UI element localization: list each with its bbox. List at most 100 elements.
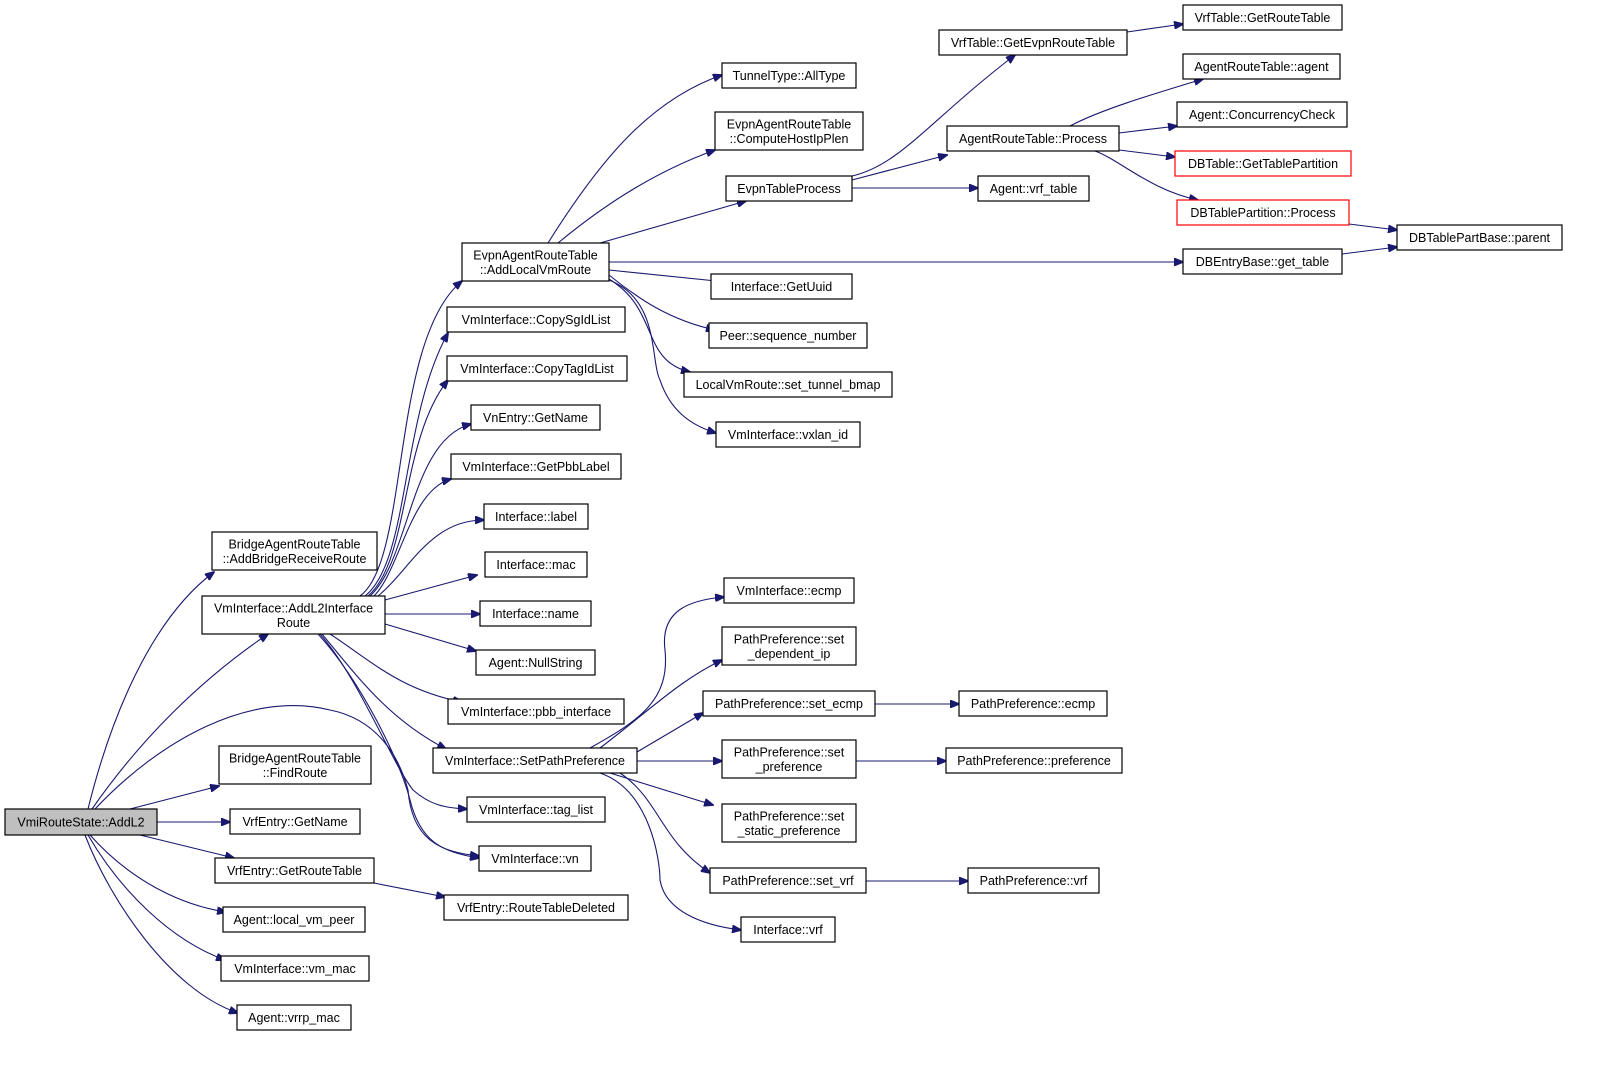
node-box[interactable]: [466, 796, 606, 823]
node-box[interactable]: [4, 808, 158, 836]
node-box[interactable]: [967, 867, 1100, 894]
node-pbb-if[interactable]: VmInterface::pbb_interface: [447, 698, 625, 725]
node-box[interactable]: [1182, 53, 1341, 80]
node-bridge-find[interactable]: BridgeAgentRouteTable::FindRoute: [218, 745, 372, 785]
node-box[interactable]: [450, 453, 622, 480]
node-box[interactable]: [938, 29, 1128, 56]
node-box[interactable]: [443, 894, 629, 921]
node-box[interactable]: [201, 595, 386, 635]
node-rt-deleted[interactable]: VrfEntry::RouteTableDeleted: [443, 894, 629, 921]
node-vm-mac[interactable]: VmInterface::vm_mac: [220, 955, 370, 982]
node-box[interactable]: [714, 111, 864, 151]
node-box[interactable]: [702, 690, 876, 717]
node-box[interactable]: [479, 600, 592, 627]
node-set-pp[interactable]: VmInterface::SetPathPreference: [432, 747, 638, 774]
node-agent-cc[interactable]: Agent::ConcurrencyCheck: [1176, 101, 1348, 128]
node-pp-set-ecmp[interactable]: PathPreference::set_ecmp: [702, 690, 876, 717]
node-get-pbb[interactable]: VmInterface::GetPbbLabel: [450, 453, 622, 480]
node-pp-ecmp[interactable]: PathPreference::ecmp: [958, 690, 1108, 717]
node-vm-ecmp[interactable]: VmInterface::ecmp: [723, 577, 855, 604]
node-if-label[interactable]: Interface::label: [483, 503, 589, 530]
node-box[interactable]: [683, 371, 893, 398]
node-tunnel-all[interactable]: TunnelType::AllType: [721, 62, 857, 89]
node-art-process[interactable]: AgentRouteTable::Process: [946, 125, 1120, 152]
node-vxlan-id[interactable]: VmInterface::vxlan_id: [715, 421, 861, 448]
node-box[interactable]: [721, 626, 857, 666]
node-box[interactable]: [475, 649, 596, 676]
node-pp-set-static[interactable]: PathPreference::set_static_preference: [721, 803, 857, 843]
node-vrf-get-evpn[interactable]: VrfTable::GetEvpnRouteTable: [938, 29, 1128, 56]
node-root[interactable]: VmiRouteState::AddL2: [4, 808, 158, 836]
node-box[interactable]: [218, 745, 372, 785]
node-box[interactable]: [470, 404, 601, 431]
node-copy-sg[interactable]: VmInterface::CopySgIdList: [446, 306, 626, 333]
node-if-mac[interactable]: Interface::mac: [484, 551, 588, 578]
node-box[interactable]: [220, 955, 370, 982]
node-db-part-proc[interactable]: DBTablePartition::Process: [1176, 199, 1350, 226]
node-box[interactable]: [214, 857, 375, 884]
node-get-uuid[interactable]: Interface::GetUuid: [710, 273, 853, 300]
node-box[interactable]: [1182, 4, 1343, 31]
node-db-get-table[interactable]: DBEntryBase::get_table: [1182, 248, 1343, 275]
node-vrf-getname[interactable]: VrfEntry::GetName: [229, 808, 361, 835]
node-box[interactable]: [709, 867, 867, 894]
node-local-vm-peer[interactable]: Agent::local_vm_peer: [222, 906, 366, 933]
node-box[interactable]: [432, 747, 638, 774]
node-box[interactable]: [222, 906, 366, 933]
node-pp-pref[interactable]: PathPreference::preference: [945, 747, 1123, 774]
node-agent-vrf-table[interactable]: Agent::vrf_table: [977, 175, 1090, 202]
node-box[interactable]: [945, 747, 1123, 774]
node-evpn-proc[interactable]: EvpnTableProcess: [725, 175, 853, 202]
node-box[interactable]: [740, 916, 836, 943]
node-pp-vrf[interactable]: PathPreference::vrf: [967, 867, 1100, 894]
node-pp-set-dep[interactable]: PathPreference::set_dependent_ip: [721, 626, 857, 666]
node-vrf-getrt[interactable]: VrfEntry::GetRouteTable: [214, 857, 375, 884]
node-copy-tag[interactable]: VmInterface::CopyTagIdList: [446, 355, 628, 382]
node-box[interactable]: [461, 242, 610, 282]
node-box[interactable]: [715, 421, 861, 448]
node-set-tunnel[interactable]: LocalVmRoute::set_tunnel_bmap: [683, 371, 893, 398]
node-box[interactable]: [211, 531, 378, 571]
node-pp-set-pref[interactable]: PathPreference::set_preference: [721, 739, 857, 779]
node-vrf-get-rt[interactable]: VrfTable::GetRouteTable: [1182, 4, 1343, 31]
node-compute-host[interactable]: EvpnAgentRouteTable::ComputeHostIpPlen: [714, 111, 864, 151]
node-box[interactable]: [483, 503, 589, 530]
node-vrrp-mac[interactable]: Agent::vrrp_mac: [236, 1004, 352, 1031]
node-box[interactable]: [1176, 199, 1350, 226]
node-box[interactable]: [446, 306, 626, 333]
node-pp-set-vrf[interactable]: PathPreference::set_vrf: [709, 867, 867, 894]
node-db-get-part[interactable]: DBTable::GetTablePartition: [1174, 150, 1352, 177]
node-box[interactable]: [721, 62, 857, 89]
node-box[interactable]: [1182, 248, 1343, 275]
node-if-vrf[interactable]: Interface::vrf: [740, 916, 836, 943]
node-box[interactable]: [721, 739, 857, 779]
node-bridge-recv[interactable]: BridgeAgentRouteTable::AddBridgeReceiveR…: [211, 531, 378, 571]
node-box[interactable]: [977, 175, 1090, 202]
node-box[interactable]: [958, 690, 1108, 717]
node-null-string[interactable]: Agent::NullString: [475, 649, 596, 676]
node-evpn-add[interactable]: EvpnAgentRouteTable::AddLocalVmRoute: [461, 242, 610, 282]
node-vn-getname[interactable]: VnEntry::GetName: [470, 404, 601, 431]
node-tag-list[interactable]: VmInterface::tag_list: [466, 796, 606, 823]
node-vm-vn[interactable]: VmInterface::vn: [478, 845, 592, 872]
node-box[interactable]: [721, 803, 857, 843]
node-box[interactable]: [478, 845, 592, 872]
node-art-agent[interactable]: AgentRouteTable::agent: [1182, 53, 1341, 80]
node-box[interactable]: [946, 125, 1120, 152]
node-box[interactable]: [236, 1004, 352, 1031]
node-db-parent[interactable]: DBTablePartBase::parent: [1396, 224, 1563, 251]
node-box[interactable]: [484, 551, 588, 578]
node-if-name[interactable]: Interface::name: [479, 600, 592, 627]
node-box[interactable]: [229, 808, 361, 835]
node-box[interactable]: [710, 273, 853, 300]
node-box[interactable]: [725, 175, 853, 202]
node-box[interactable]: [1396, 224, 1563, 251]
node-box[interactable]: [708, 322, 868, 349]
node-box[interactable]: [446, 355, 628, 382]
node-peer-seq[interactable]: Peer::sequence_number: [708, 322, 868, 349]
node-box[interactable]: [1176, 101, 1348, 128]
node-box[interactable]: [447, 698, 625, 725]
node-box[interactable]: [1174, 150, 1352, 177]
node-box[interactable]: [723, 577, 855, 604]
